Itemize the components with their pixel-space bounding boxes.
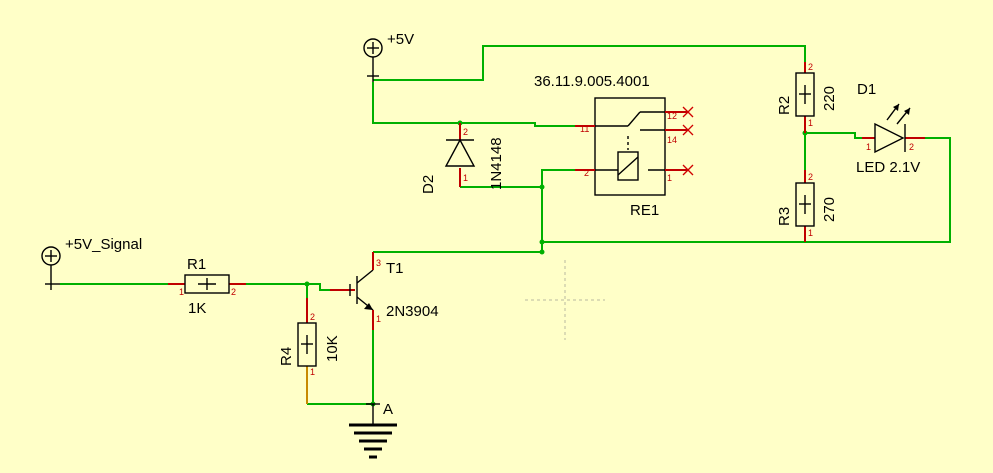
r2-pin2: 2 bbox=[808, 62, 813, 72]
relay-re1[interactable]: 11 2 12 14 1 36.11.9.005.4001 RE1 bbox=[534, 73, 694, 219]
signal-power-symbol[interactable]: +5V_Signal bbox=[41, 236, 142, 290]
signal-label: +5V_Signal bbox=[65, 236, 142, 253]
d1-ref: D1 bbox=[857, 81, 876, 98]
re1-pin1: 1 bbox=[667, 173, 672, 183]
cursor-crosshair bbox=[525, 260, 605, 340]
led-d1[interactable]: 1 2 D1 LED 2.1V bbox=[856, 81, 925, 176]
t1-value: 2N3904 bbox=[386, 303, 439, 320]
r1-value: 1K bbox=[188, 300, 206, 317]
d1-pin2: 2 bbox=[909, 142, 914, 152]
t1-ref: T1 bbox=[386, 260, 404, 277]
re1-pin14: 14 bbox=[667, 135, 677, 145]
re1-ref: RE1 bbox=[630, 202, 659, 219]
r4-value: 10K bbox=[324, 335, 341, 362]
r1-pin1: 1 bbox=[179, 287, 184, 297]
d1-pin1: 1 bbox=[866, 142, 871, 152]
d2-value: 1N4148 bbox=[488, 137, 505, 190]
diode-d2[interactable]: 2 1 D2 1N4148 bbox=[420, 123, 505, 194]
r4-ref: R4 bbox=[278, 347, 295, 366]
d2-pin1: 1 bbox=[463, 173, 468, 183]
re1-pin12: 12 bbox=[667, 111, 677, 121]
vcc-label: +5V bbox=[387, 31, 414, 48]
re1-pin11: 11 bbox=[580, 124, 589, 134]
resistor-r1[interactable]: 1 2 R1 1K bbox=[168, 256, 246, 317]
r1-ref: R1 bbox=[187, 256, 206, 273]
re1-part-number: 36.11.9.005.4001 bbox=[534, 73, 650, 90]
resistor-r2[interactable]: 2 1 R2 220 bbox=[776, 62, 838, 133]
wire-net[interactable] bbox=[60, 45, 951, 405]
d2-pin2: 2 bbox=[463, 127, 468, 137]
r2-ref: R2 bbox=[776, 96, 793, 115]
r4-pin1: 1 bbox=[310, 367, 315, 377]
r2-pin1: 1 bbox=[808, 118, 813, 128]
r1-pin2: 2 bbox=[231, 287, 236, 297]
r3-pin2: 2 bbox=[808, 172, 813, 182]
transistor-t1[interactable]: 3 1 T1 2N3904 bbox=[330, 252, 439, 330]
r3-value: 270 bbox=[821, 197, 838, 222]
r4-pin2: 2 bbox=[310, 312, 315, 322]
vcc-power-symbol[interactable]: +5V bbox=[363, 31, 414, 82]
resistor-r4[interactable]: 2 1 R4 10K bbox=[278, 298, 341, 404]
ground-net-label: A bbox=[383, 401, 393, 418]
re1-pin2: 2 bbox=[584, 168, 589, 178]
t1-pin3: 3 bbox=[376, 258, 381, 268]
ground-symbol[interactable]: A bbox=[349, 401, 397, 459]
r3-pin1: 1 bbox=[808, 228, 813, 238]
resistor-r3[interactable]: 2 1 R3 270 bbox=[776, 170, 838, 242]
t1-pin1: 1 bbox=[376, 314, 381, 324]
r2-value: 220 bbox=[821, 86, 838, 111]
d2-ref: D2 bbox=[420, 175, 437, 194]
d1-value: LED 2.1V bbox=[856, 159, 920, 176]
junction-dots bbox=[304, 120, 808, 407]
r3-ref: R3 bbox=[776, 207, 793, 226]
